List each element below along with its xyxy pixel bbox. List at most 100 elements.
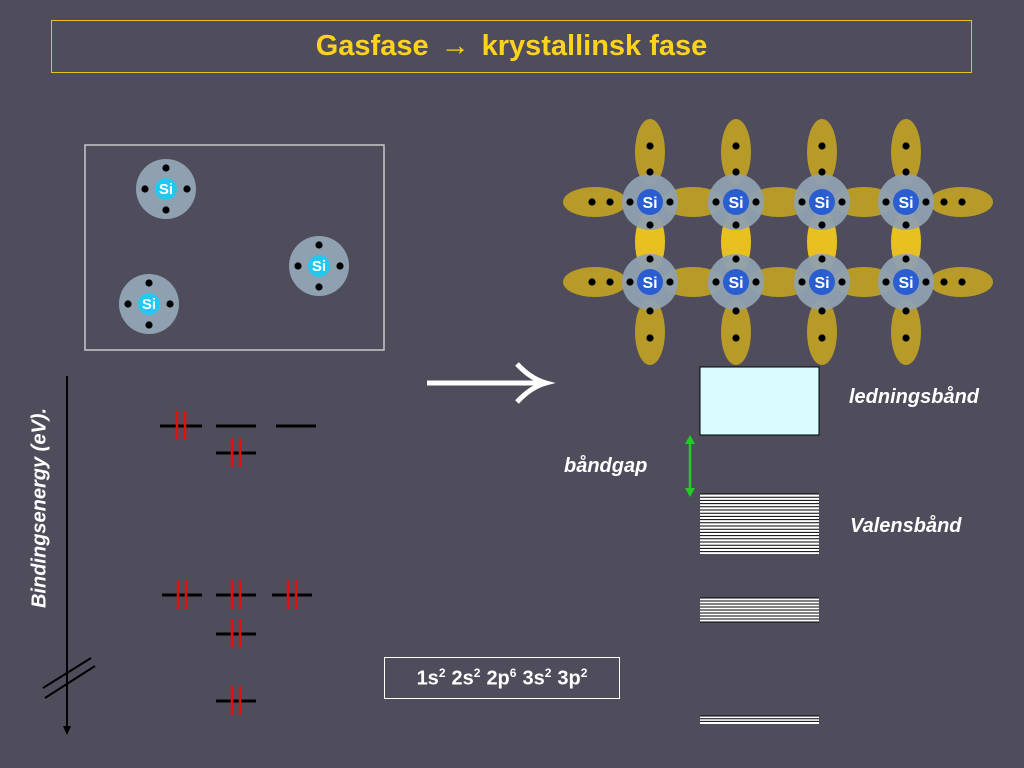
electron <box>732 221 740 229</box>
electron <box>145 279 153 287</box>
electron <box>818 334 826 342</box>
axis-break-mark <box>42 657 92 689</box>
electron <box>732 307 740 315</box>
lattice-si-atom: Si <box>622 174 678 230</box>
atom-core <box>809 269 835 295</box>
electron <box>818 168 826 176</box>
bond-lobe <box>807 299 837 365</box>
transition-arrow <box>427 362 556 404</box>
electron <box>646 168 654 176</box>
atom-core <box>155 178 177 200</box>
energy-band <box>700 715 819 724</box>
atom-core <box>893 269 919 295</box>
electron <box>141 185 149 193</box>
electron <box>958 198 966 206</box>
electron <box>752 278 760 286</box>
config-term: 3p2 <box>557 665 588 690</box>
electron <box>666 198 674 206</box>
electron <box>124 300 132 308</box>
lattice-electrons <box>588 142 966 342</box>
electron <box>646 221 654 229</box>
electron <box>818 142 826 150</box>
electron <box>732 168 740 176</box>
band-lines <box>700 493 819 724</box>
electron <box>712 278 720 286</box>
electron <box>588 278 596 286</box>
electron <box>752 198 760 206</box>
electron <box>183 185 191 193</box>
bond-lobe <box>807 119 837 185</box>
atom-label: Si <box>142 296 156 313</box>
electron <box>838 198 846 206</box>
electron <box>940 198 948 206</box>
atom-core <box>637 269 663 295</box>
lattice-si-atom: Si <box>708 174 764 230</box>
electron <box>902 221 910 229</box>
atom-core <box>637 189 663 215</box>
bond-lobes <box>563 119 993 365</box>
electron <box>646 255 654 263</box>
atom-core <box>723 269 749 295</box>
atom-label: Si <box>814 275 829 292</box>
electron <box>162 164 170 172</box>
atom-label: Si <box>814 195 829 212</box>
filled-orbital-level <box>160 411 202 440</box>
bond-lobe <box>661 187 725 217</box>
atom-core <box>893 189 919 215</box>
electron <box>902 255 910 263</box>
electron <box>902 142 910 150</box>
atom-label: Si <box>642 275 657 292</box>
electron <box>606 278 614 286</box>
electron <box>902 334 910 342</box>
lattice-si-atom: Si <box>794 254 850 310</box>
title-crystalline-phase: krystallinsk fase <box>481 30 708 62</box>
electron <box>732 142 740 150</box>
electron <box>626 198 634 206</box>
electron <box>606 198 614 206</box>
slide-title: Gasfase → krystallinsk fase <box>51 20 972 73</box>
title-arrow: → <box>440 30 470 62</box>
config-term: 2p6 <box>486 665 517 690</box>
bond-lobe <box>635 119 665 185</box>
atom-core <box>138 293 160 315</box>
electron <box>732 255 740 263</box>
atom-core <box>723 189 749 215</box>
electron <box>940 278 948 286</box>
atom-label: Si <box>728 275 743 292</box>
electron <box>145 321 153 329</box>
energy-axis <box>42 376 96 735</box>
electron <box>838 278 846 286</box>
si-atom: Si <box>289 236 349 296</box>
electron <box>902 168 910 176</box>
electron <box>818 307 826 315</box>
electron <box>588 198 596 206</box>
gas-phase-box <box>84 144 385 351</box>
lattice-si-atom: Si <box>622 254 678 310</box>
filled-orbital-level <box>216 580 256 609</box>
axis-break-mark <box>44 665 96 699</box>
electron <box>336 262 344 270</box>
filled-orbital-level <box>272 580 312 609</box>
lattice-si-atom: Si <box>708 254 764 310</box>
electron <box>315 283 323 291</box>
config-term: 3s2 <box>522 665 552 690</box>
atom-label: Si <box>898 195 913 212</box>
band-fill <box>700 716 819 724</box>
bond-lobe <box>661 267 725 297</box>
bond-lobe <box>891 119 921 185</box>
atom-label: Si <box>312 258 326 275</box>
config-term: 1s2 <box>416 665 446 690</box>
electron <box>712 198 720 206</box>
electron <box>818 221 826 229</box>
si-atom: Si <box>119 274 179 334</box>
filled-orbital-level <box>216 438 256 467</box>
energy-band <box>700 493 819 554</box>
conduction-band <box>699 366 820 436</box>
orbital-levels <box>160 411 316 715</box>
electron <box>646 334 654 342</box>
title-gas-phase: Gasfase <box>315 30 429 62</box>
electron <box>294 262 302 270</box>
